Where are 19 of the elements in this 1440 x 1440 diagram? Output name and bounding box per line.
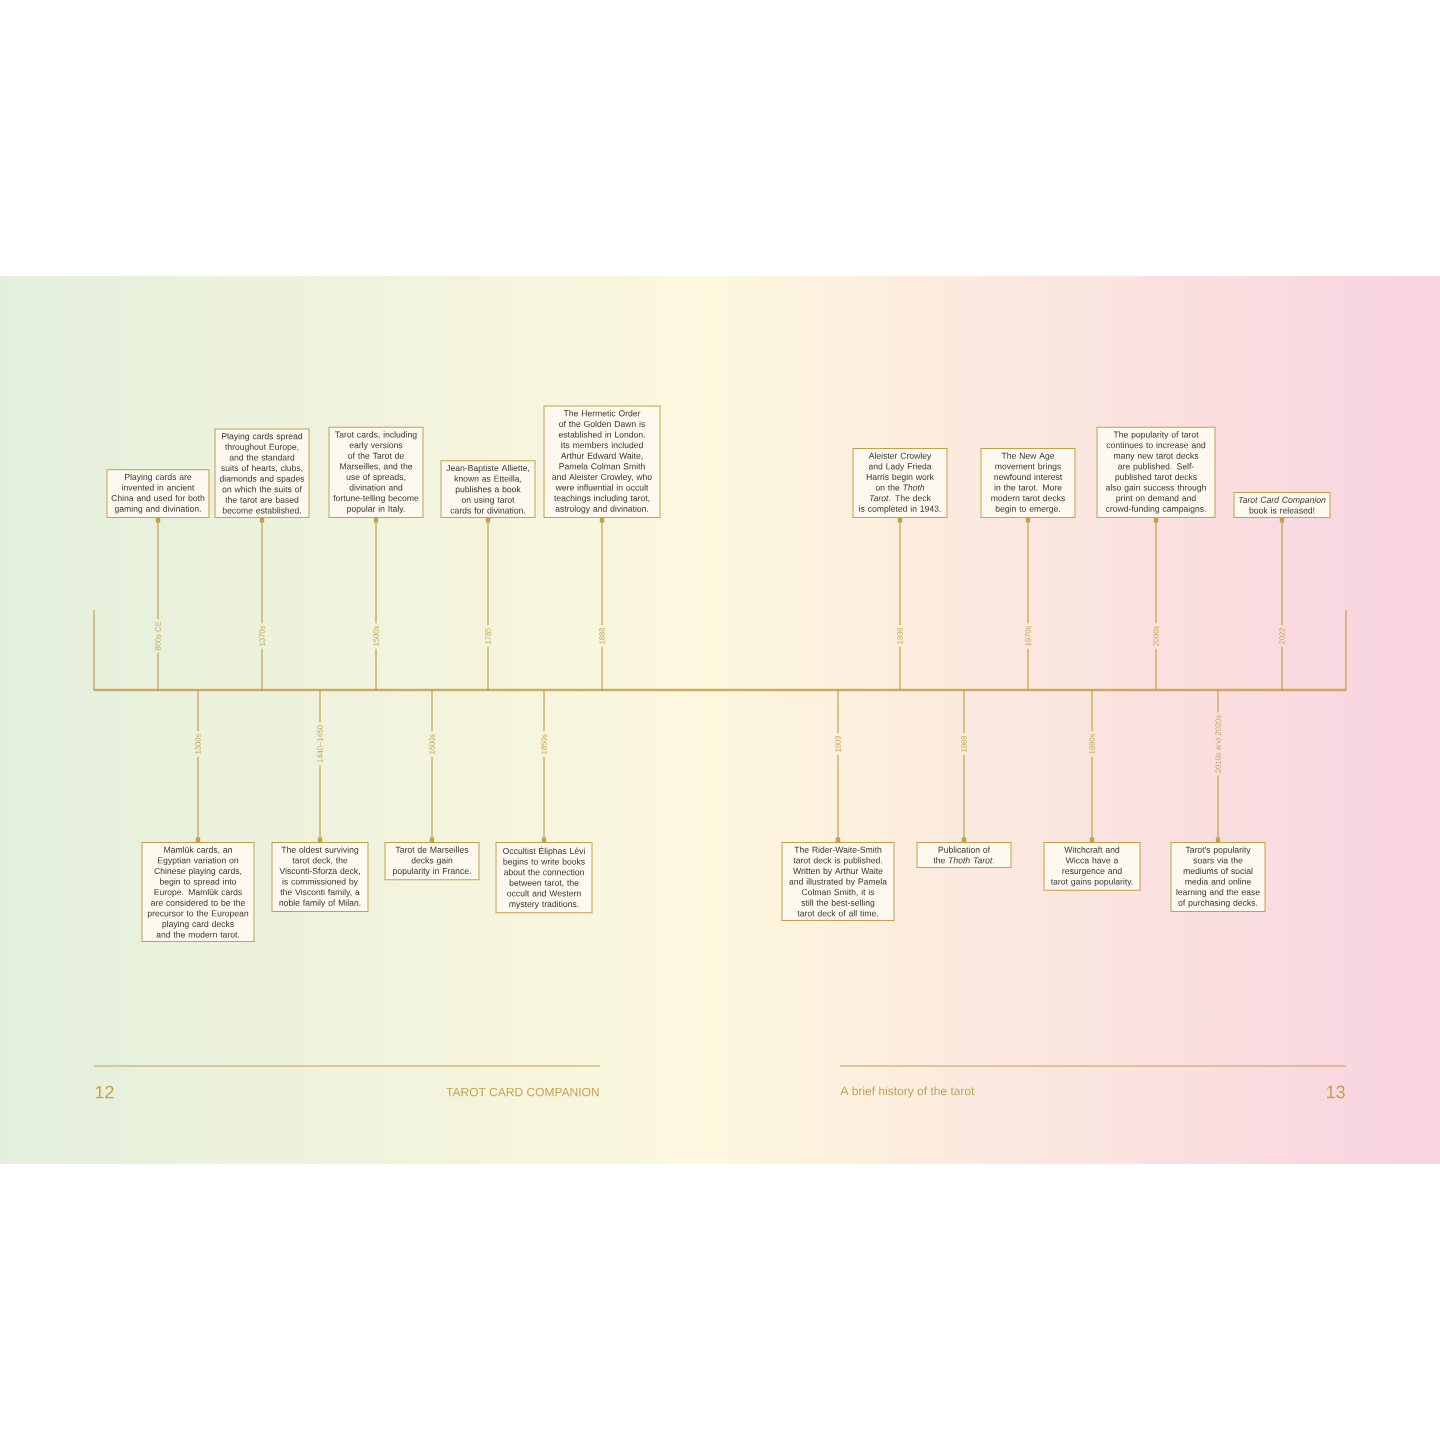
connector-line	[155, 518, 161, 692]
connector-line	[259, 518, 265, 692]
connector-line	[835, 688, 841, 842]
page-number: 13	[1327, 1085, 1345, 1099]
timeline-axis	[93, 688, 1347, 692]
connector-line	[1025, 518, 1031, 692]
connector-line	[373, 518, 379, 692]
connector-line	[485, 518, 491, 692]
connector-line	[317, 688, 323, 842]
connector-line	[195, 688, 201, 842]
page-number: 12	[95, 1085, 114, 1099]
connector-line	[1089, 688, 1095, 842]
connector-line	[1153, 518, 1159, 692]
connector-line	[599, 518, 605, 692]
connector-line	[897, 518, 903, 692]
connector-line	[961, 688, 967, 842]
connector-line	[1279, 518, 1285, 692]
connector-line	[429, 688, 435, 842]
connector-line	[541, 688, 547, 842]
